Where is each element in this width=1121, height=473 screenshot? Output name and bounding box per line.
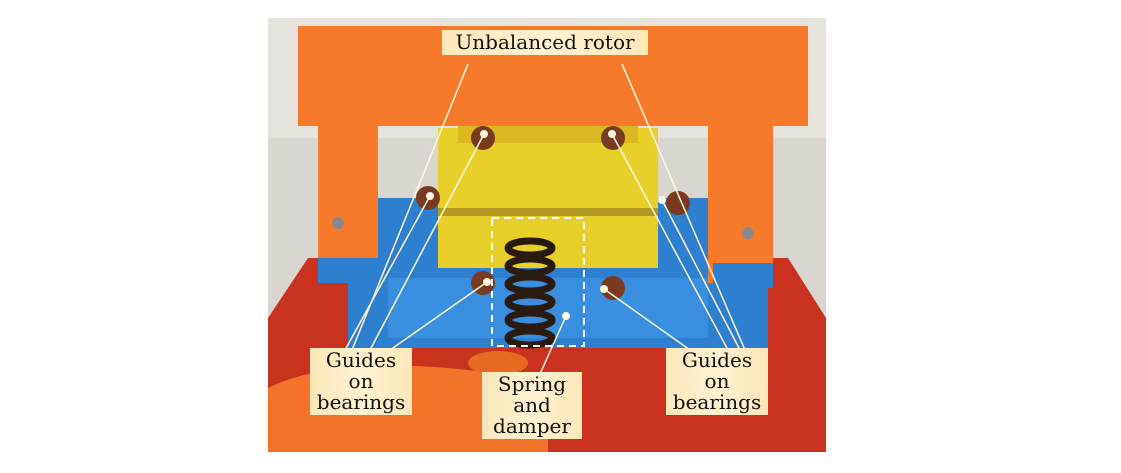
label-guides-right: Guides on bearings: [666, 348, 768, 415]
label-line: bearings: [316, 390, 406, 414]
label-line: damper: [493, 414, 571, 438]
label-unbalanced-rotor: Unbalanced rotor: [442, 30, 648, 55]
label-line: on: [704, 369, 730, 393]
label-spring-damper: Spring and damper: [482, 372, 582, 439]
label-line: bearings: [672, 390, 762, 414]
label-line: on: [348, 369, 374, 393]
label-line: Guides: [681, 348, 753, 372]
label-line: and: [513, 393, 551, 417]
label-line: Guides: [325, 348, 397, 372]
label-line: Spring: [497, 372, 567, 396]
label-guides-left: Guides on bearings: [310, 348, 412, 415]
